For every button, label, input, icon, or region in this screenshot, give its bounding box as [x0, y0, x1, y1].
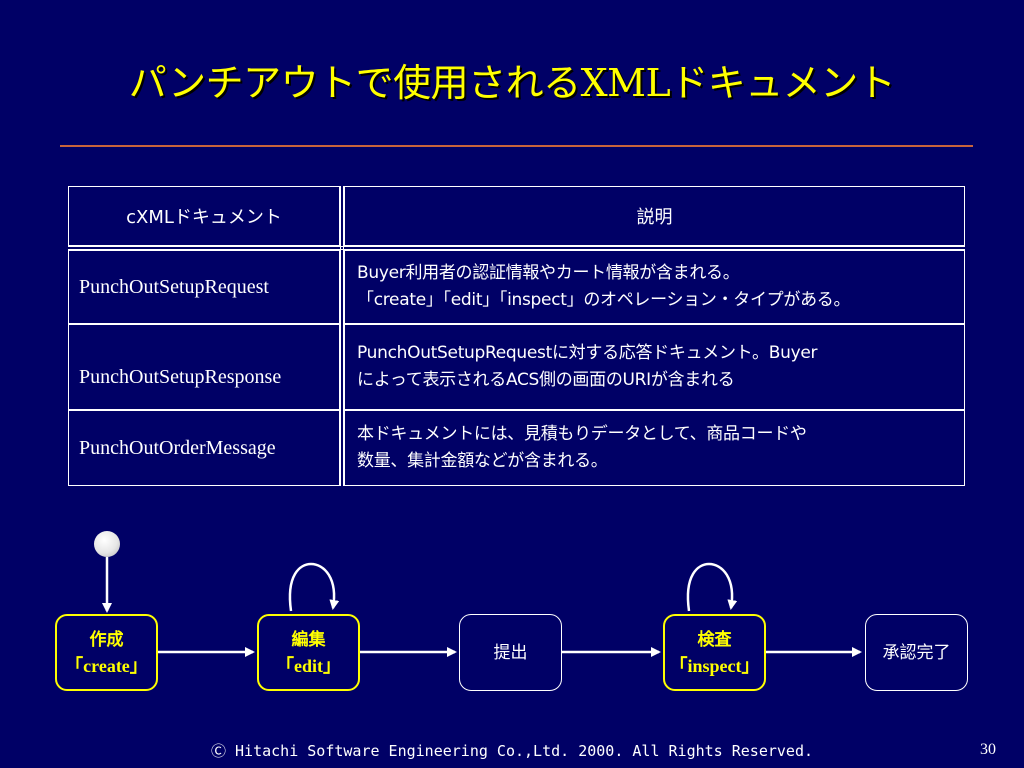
table-row-description: 本ドキュメントには、見積もりデータとして、商品コードや 数量、集計金額などが含ま… [344, 410, 965, 486]
state-code: 「edit」 [276, 655, 341, 676]
table-header-document: cXMLドキュメント [68, 186, 340, 246]
table-row-description: PunchOutSetupRequestに対する応答ドキュメント。Buyer に… [344, 324, 965, 410]
self-loop-arrow [686, 562, 738, 612]
state-label: 承認完了 [882, 642, 951, 663]
table-row-name: PunchOutSetupResponse [68, 324, 340, 410]
header-divider [68, 246, 965, 250]
document-name: PunchOutSetupRequest [79, 275, 269, 298]
state-inspect: 検査 「inspect」 [663, 614, 766, 691]
description-line: Buyer利用者の認証情報やカート情報が含まれる。 [357, 263, 740, 283]
state-approved: 承認完了 [865, 614, 968, 691]
state-label: 提出 [493, 642, 528, 663]
description-line: によって表示されるACS側の画面のURIが含まれる [357, 370, 735, 390]
description-line: PunchOutSetupRequestに対する応答ドキュメント。Buyer [357, 343, 818, 363]
state-edit: 編集 「edit」 [257, 614, 360, 691]
state-label: 作成 [89, 629, 124, 650]
state-create: 作成 「create」 [55, 614, 158, 691]
description-line: 数量、集計金額などが含まれる。 [357, 451, 608, 471]
table-row-description: Buyer利用者の認証情報やカート情報が含まれる。 「create」「edit」… [344, 250, 965, 324]
state-submit: 提出 [459, 614, 562, 691]
description-line: 「create」「edit」「inspect」のオペレーション・タイプがある。 [357, 290, 851, 310]
table-header-description: 説明 [344, 186, 965, 246]
state-label: 編集 [291, 629, 326, 650]
document-name: PunchOutSetupResponse [79, 365, 282, 388]
description-line: 本ドキュメントには、見積もりデータとして、商品コードや [357, 424, 807, 444]
document-name: PunchOutOrderMessage [79, 436, 276, 459]
copyright-footer: Ⓒ Hitachi Software Engineering Co.,Ltd. … [211, 742, 813, 760]
table-row-name: PunchOutSetupRequest [68, 250, 340, 324]
state-code: 「inspect」 [669, 655, 760, 676]
page-number: 30 [980, 741, 996, 758]
self-loop-arrow [288, 562, 340, 612]
column-divider [340, 186, 344, 486]
title-divider [60, 145, 973, 147]
state-label: 検査 [697, 629, 732, 650]
state-code: 「create」 [65, 655, 148, 676]
header-label: cXMLドキュメント [126, 207, 282, 228]
header-label: 説明 [636, 207, 673, 228]
start-state-icon [94, 531, 120, 557]
table-row-name: PunchOutOrderMessage [68, 410, 340, 486]
slide-title: パンチアウトで使用されるXMLドキュメント [128, 61, 896, 105]
document-table: cXMLドキュメント 説明 PunchOutSetupRequest Buyer… [68, 186, 965, 486]
